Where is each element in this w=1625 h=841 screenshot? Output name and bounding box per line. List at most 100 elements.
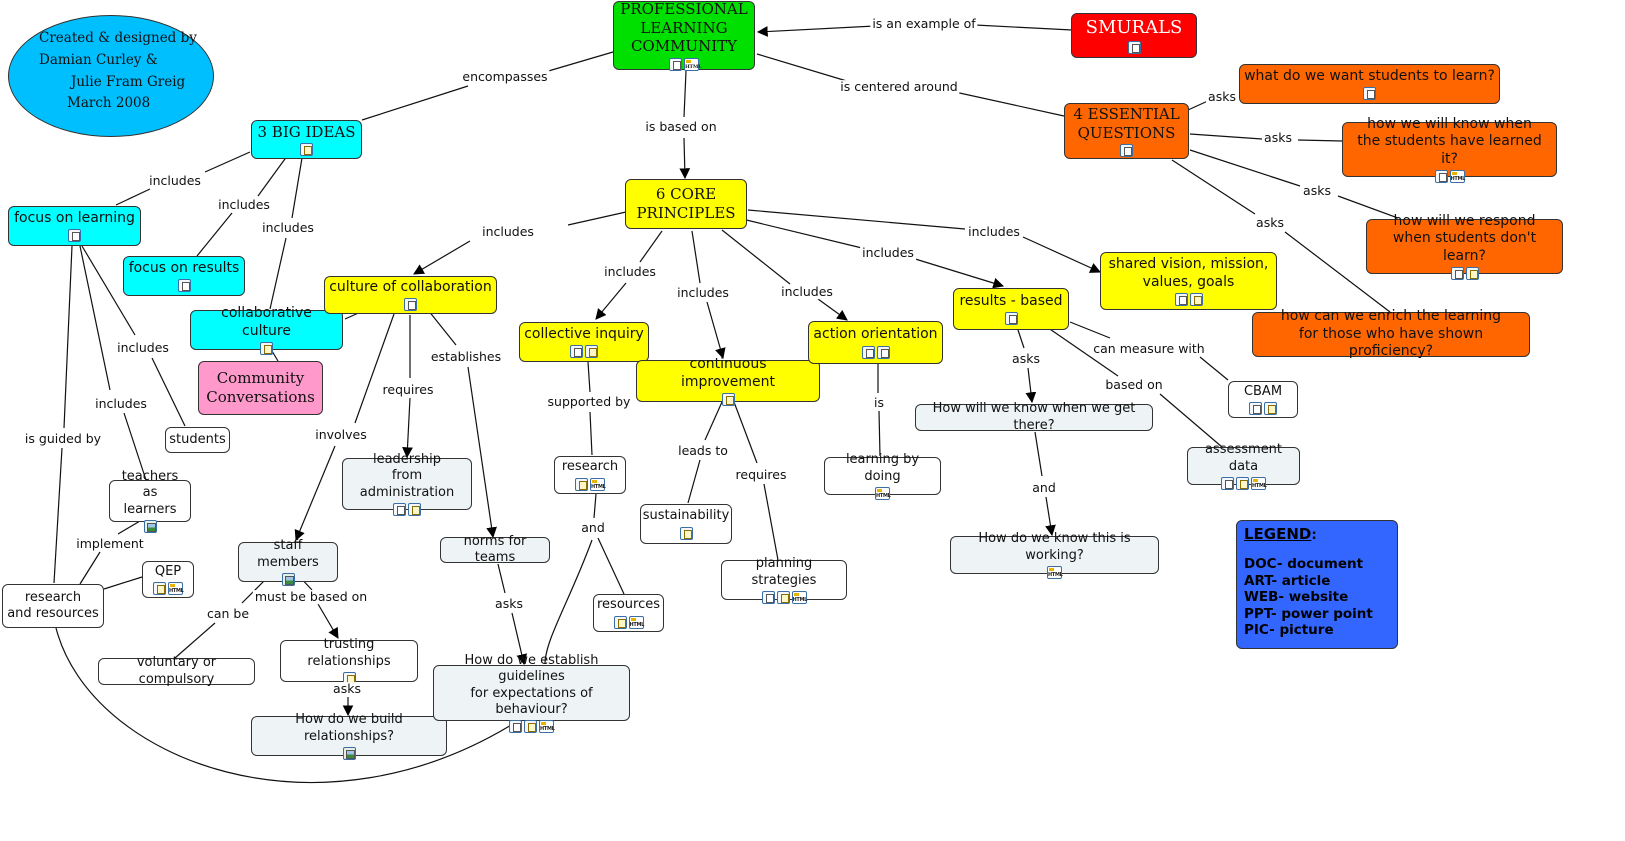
web-icon[interactable] bbox=[1047, 565, 1063, 579]
node-focus-on-learning[interactable]: focus on learning bbox=[8, 206, 141, 246]
art-icon[interactable] bbox=[1236, 476, 1249, 490]
node-teachers-as-learners[interactable]: teachers as learners bbox=[109, 469, 191, 533]
resource-icons bbox=[342, 746, 356, 760]
web-icon[interactable] bbox=[628, 615, 644, 629]
resource-icons bbox=[281, 572, 295, 586]
doc-icon[interactable] bbox=[761, 590, 775, 604]
web-icon[interactable] bbox=[1449, 170, 1465, 184]
node-voluntary-or-compulsory[interactable]: voluntary or compulsory bbox=[98, 655, 255, 687]
doc-icon[interactable] bbox=[1249, 402, 1262, 416]
pic-icon[interactable] bbox=[281, 572, 295, 586]
node-culture-of-collaboration[interactable]: culture of collaboration bbox=[324, 276, 497, 314]
doc-icon[interactable] bbox=[393, 502, 406, 516]
node-leadership[interactable]: leadership from administration bbox=[342, 452, 472, 516]
label-includes-continuous: includes bbox=[675, 285, 731, 301]
node-guidelines[interactable]: How do we establish guidelines for expec… bbox=[433, 653, 630, 733]
node-smurals[interactable]: SMURALS bbox=[1071, 13, 1197, 58]
node-staff-members[interactable]: staff members bbox=[238, 538, 338, 586]
art-icon[interactable] bbox=[1264, 402, 1277, 416]
legend-item-web: WEB- website bbox=[1244, 589, 1349, 606]
web-icon[interactable] bbox=[875, 486, 891, 500]
label-is-based-on: is based on bbox=[643, 119, 719, 135]
node-learning-by-doing[interactable]: learning by doing bbox=[824, 452, 941, 500]
node-3-big-ideas[interactable]: 3 BIG IDEAS bbox=[251, 120, 362, 159]
node-collective-inquiry[interactable]: collective inquiry bbox=[519, 322, 649, 362]
node-6-core-principles[interactable]: 6 CORE PRINCIPLES bbox=[625, 179, 747, 229]
art-icon[interactable] bbox=[721, 393, 735, 406]
node-label: focus on learning bbox=[14, 209, 135, 226]
node-sustainability[interactable]: sustainability bbox=[640, 504, 732, 544]
node-action-orientation[interactable]: action orientation bbox=[808, 321, 943, 364]
art-icon[interactable] bbox=[524, 720, 537, 733]
node-research[interactable]: research bbox=[554, 456, 626, 494]
doc-icon[interactable] bbox=[876, 345, 890, 359]
art-icon[interactable] bbox=[153, 582, 166, 596]
node-know-working[interactable]: How do we know this is working? bbox=[950, 531, 1159, 579]
web-icon[interactable] bbox=[1251, 476, 1267, 490]
node-4-essential-questions[interactable]: 4 ESSENTIAL QUESTIONS bbox=[1064, 103, 1189, 159]
doc-icon[interactable] bbox=[177, 279, 191, 293]
doc-icon[interactable] bbox=[68, 229, 81, 243]
node-plc[interactable]: PROFESSIONAL LEARNING COMMUNITY bbox=[613, 0, 755, 72]
resource-icons bbox=[1363, 87, 1376, 101]
art-icon[interactable] bbox=[342, 671, 356, 685]
art-icon[interactable] bbox=[408, 502, 421, 516]
pic-icon[interactable] bbox=[143, 519, 157, 533]
art-icon[interactable] bbox=[300, 143, 313, 157]
doc-icon[interactable] bbox=[1127, 41, 1141, 55]
node-label: CBAM bbox=[1243, 383, 1283, 399]
doc-icon[interactable] bbox=[1221, 476, 1234, 490]
doc-icon[interactable] bbox=[1004, 312, 1018, 326]
doc-icon[interactable] bbox=[669, 58, 682, 72]
art-icon[interactable] bbox=[1189, 293, 1203, 306]
node-norms-for-teams[interactable]: norms for teams bbox=[440, 534, 550, 565]
art-icon[interactable] bbox=[1465, 267, 1479, 281]
node-q3[interactable]: how will we respond when students don't … bbox=[1366, 213, 1563, 281]
node-build-relationships[interactable]: How do we build relationships? bbox=[251, 712, 447, 760]
node-cbam[interactable]: CBAM bbox=[1228, 381, 1298, 418]
node-community-conversations[interactable]: Community Conversations bbox=[198, 361, 323, 415]
node-resources[interactable]: resources bbox=[593, 594, 664, 632]
node-label: Community Conversations bbox=[206, 369, 315, 406]
doc-icon[interactable] bbox=[1120, 144, 1133, 158]
web-icon[interactable] bbox=[168, 582, 184, 596]
node-planning-strategies[interactable]: planning strategies bbox=[721, 556, 847, 604]
doc-icon[interactable] bbox=[1363, 87, 1376, 101]
node-research-and-resources[interactable]: research and resources bbox=[2, 584, 104, 628]
node-continuous-improvement[interactable]: continuous improvement bbox=[636, 356, 820, 406]
art-icon[interactable] bbox=[776, 590, 790, 604]
art-icon[interactable] bbox=[679, 526, 693, 540]
node-q1[interactable]: what do we want students to learn? bbox=[1239, 64, 1500, 104]
node-qep[interactable]: QEP bbox=[142, 561, 194, 598]
art-icon[interactable] bbox=[613, 615, 627, 629]
node-trusting-relationships[interactable]: trusting relationships bbox=[280, 637, 418, 685]
label-involves: involves bbox=[313, 427, 369, 443]
node-students[interactable]: students bbox=[165, 427, 230, 453]
web-icon[interactable] bbox=[791, 590, 807, 604]
node-label: resources bbox=[597, 597, 661, 613]
node-assessment-data[interactable]: assessment data bbox=[1187, 442, 1300, 490]
web-icon[interactable] bbox=[590, 477, 606, 491]
art-icon[interactable] bbox=[260, 342, 273, 355]
node-label: focus on results bbox=[128, 259, 240, 276]
art-icon[interactable] bbox=[585, 345, 598, 359]
doc-icon[interactable] bbox=[861, 345, 875, 359]
node-know-get-there[interactable]: How will we know when we get there? bbox=[915, 401, 1153, 433]
web-icon[interactable] bbox=[684, 58, 701, 72]
doc-icon[interactable] bbox=[404, 298, 417, 312]
doc-icon[interactable] bbox=[509, 720, 522, 733]
doc-icon[interactable] bbox=[1434, 170, 1448, 184]
node-collaborative-culture[interactable]: collaborative culture bbox=[190, 305, 343, 355]
doc-icon[interactable] bbox=[570, 345, 583, 359]
node-results-based[interactable]: results - based bbox=[953, 288, 1069, 330]
doc-icon[interactable] bbox=[1174, 293, 1188, 306]
node-shared-vision[interactable]: shared vision, mission, values, goals bbox=[1100, 252, 1277, 310]
art-icon[interactable] bbox=[575, 477, 588, 491]
node-q4[interactable]: how can we enrich the learning for those… bbox=[1252, 308, 1530, 359]
node-q2[interactable]: how we will know when the students have … bbox=[1342, 116, 1557, 184]
doc-icon[interactable] bbox=[1450, 267, 1464, 281]
node-label: students bbox=[169, 431, 226, 447]
pic-icon[interactable] bbox=[342, 746, 356, 760]
node-focus-on-results[interactable]: focus on results bbox=[123, 256, 245, 296]
web-icon[interactable] bbox=[539, 720, 555, 733]
